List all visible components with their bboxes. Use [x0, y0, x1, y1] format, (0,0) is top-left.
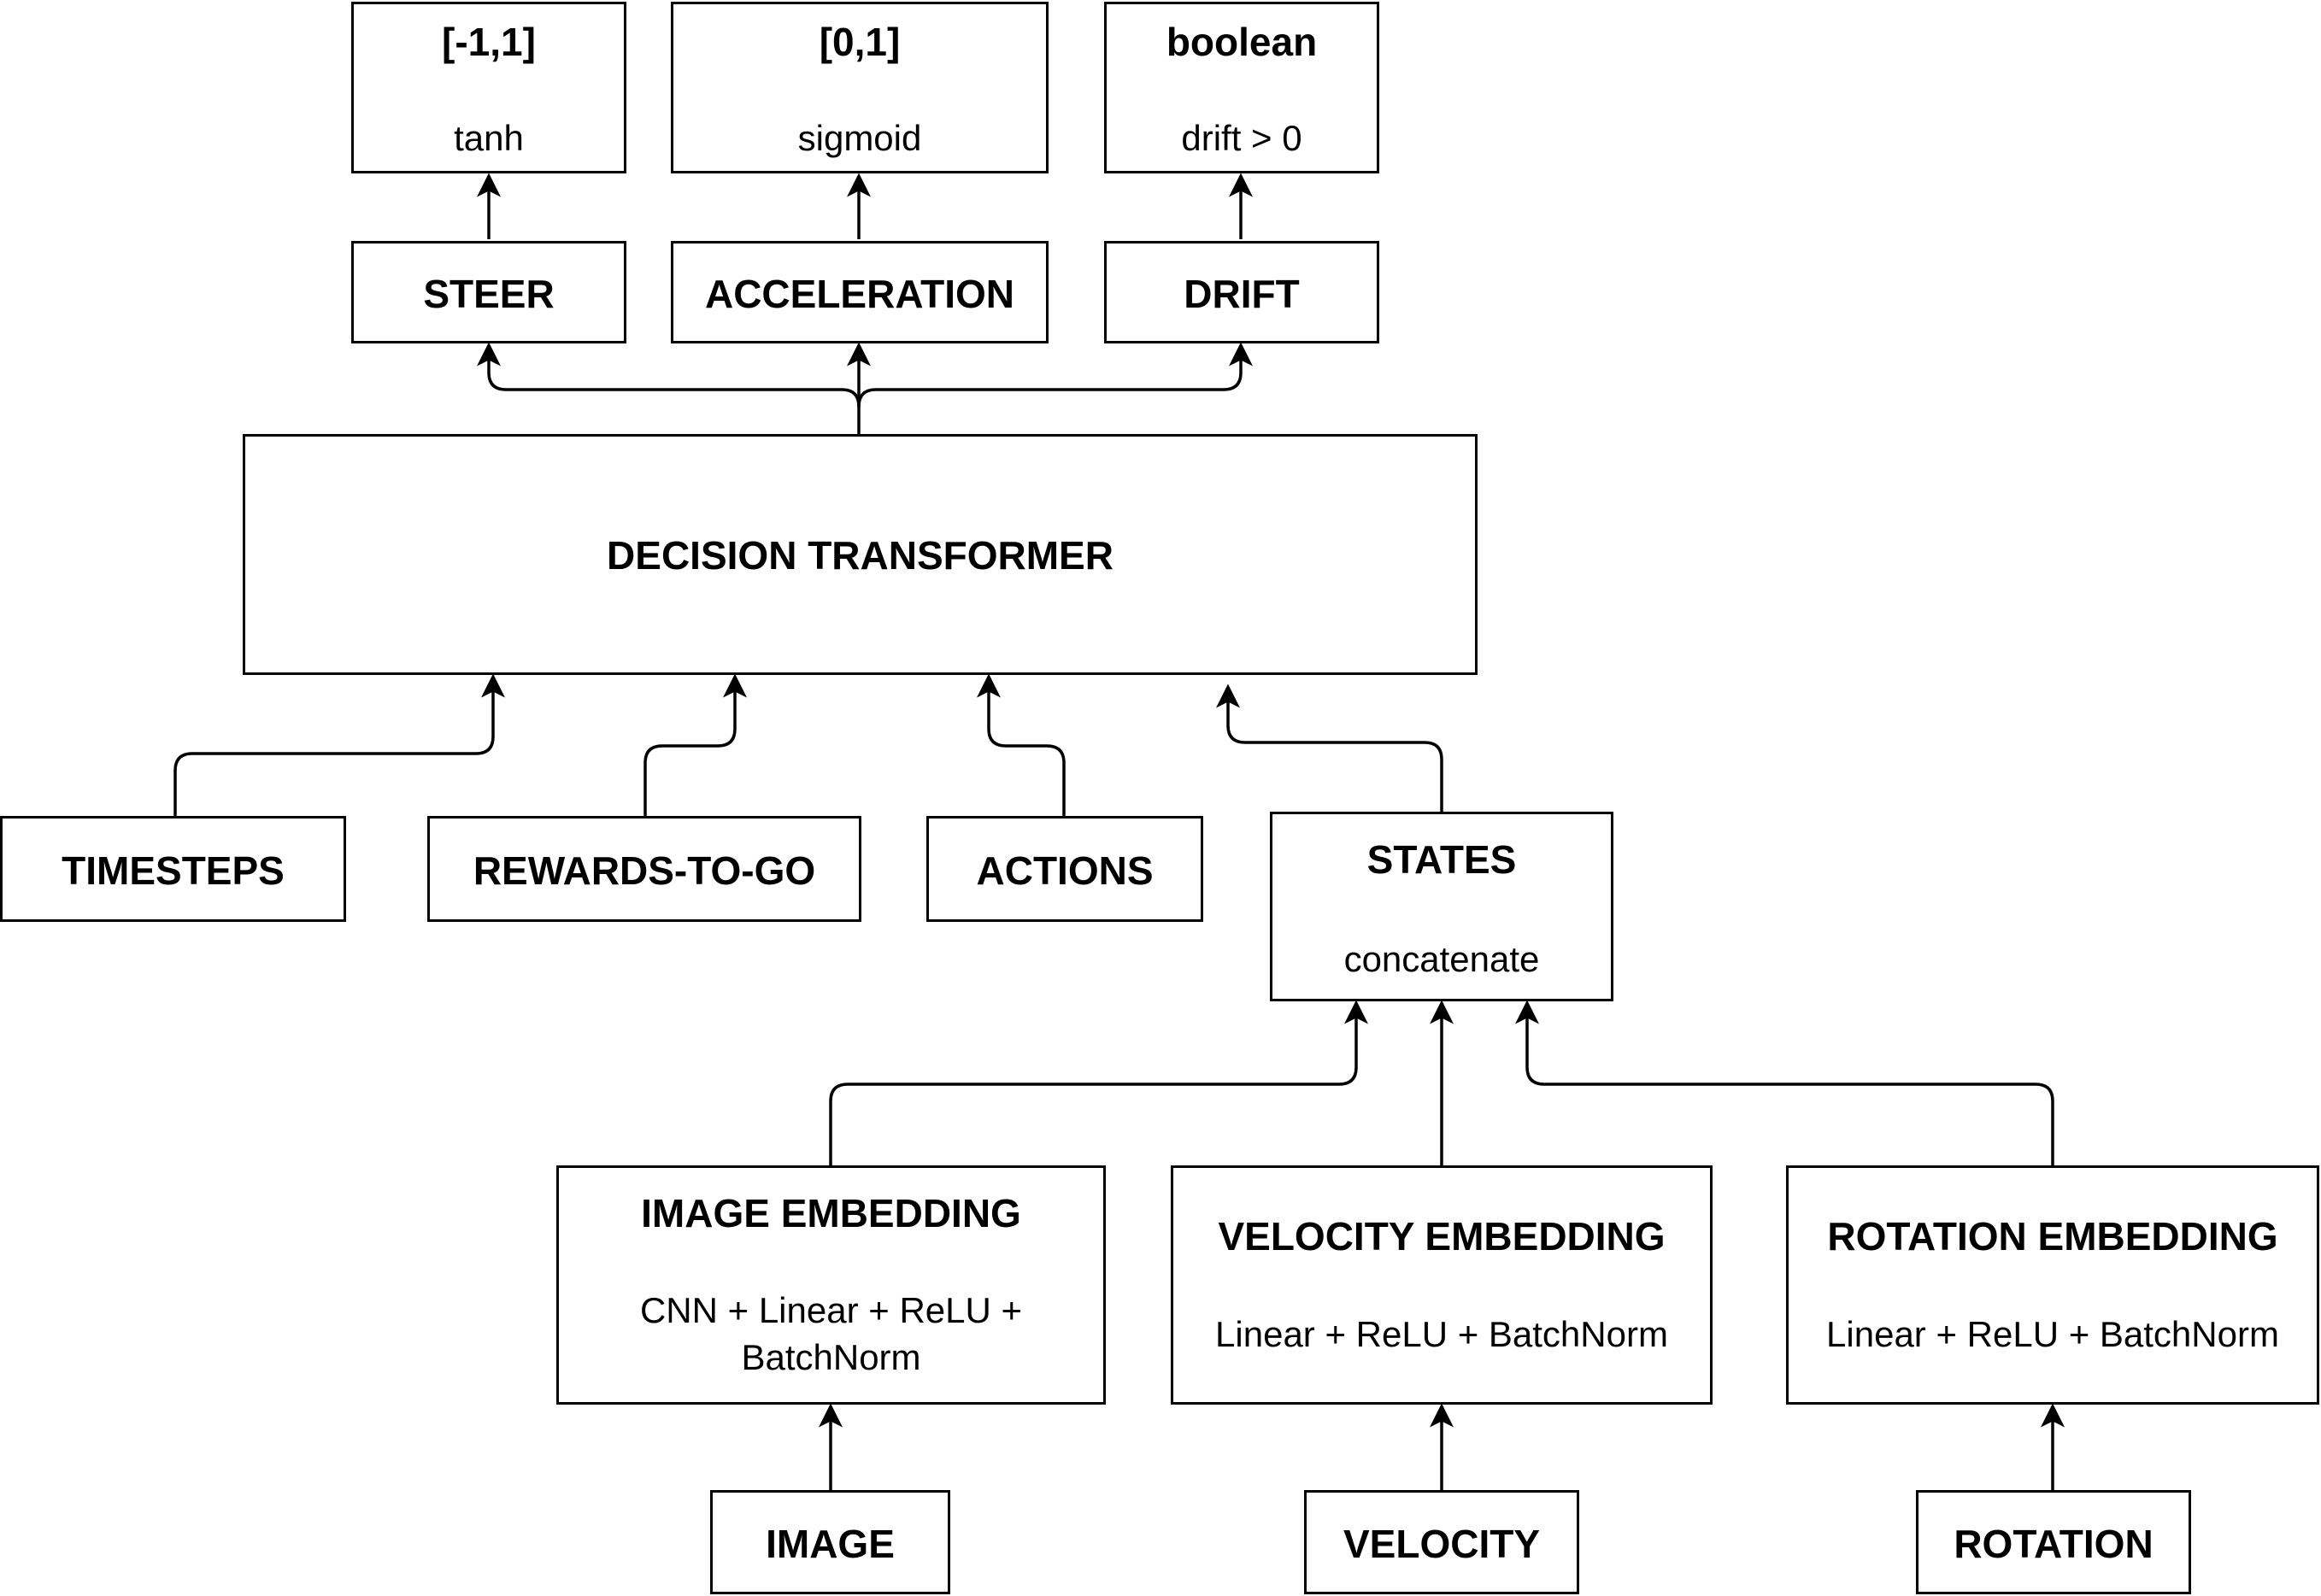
image-input-label: IMAGE	[766, 1522, 895, 1566]
actions-label: ACTIONS	[976, 848, 1154, 893]
image-input-box: IMAGE	[710, 1490, 950, 1594]
steer-range-box: [-1,1] tanh	[351, 2, 626, 173]
timesteps-box: TIMESTEPS	[0, 816, 346, 922]
steer-head-label: STEER	[423, 272, 555, 316]
decision-transformer-box: DECISION TRANSFORMER	[243, 434, 1478, 675]
rotation-embedding-label: ROTATION EMBEDDING	[1827, 1214, 2278, 1259]
arrow-states-to-transformer	[1216, 684, 1443, 812]
acceleration-range-label: [0,1]	[819, 20, 901, 64]
image-embedding-box: IMAGE EMBEDDING CNN + Linear + ReLU + Ba…	[556, 1165, 1106, 1405]
decision-transformer-label: DECISION TRANSFORMER	[607, 533, 1113, 578]
acceleration-head-label: ACCELERATION	[704, 272, 1015, 316]
rewards-to-go-box: REWARDS-TO-GO	[427, 816, 861, 922]
rotation-input-label: ROTATION	[1954, 1522, 2154, 1566]
drift-range-label: boolean	[1166, 20, 1318, 64]
arrow-transformer-to-drift	[857, 342, 1253, 408]
velocity-embedding-box: VELOCITY EMBEDDING Linear + ReLU + Batch…	[1171, 1165, 1713, 1405]
arrow-actions-to-transformer	[977, 673, 1066, 816]
rotation-embedding-layers: Linear + ReLU + BatchNorm	[1826, 1314, 2279, 1354]
rotation-embedding-box: ROTATION EMBEDDING Linear + ReLU + Batch…	[1786, 1165, 2319, 1405]
actions-box: ACTIONS	[926, 816, 1203, 922]
rewards-to-go-label: REWARDS-TO-GO	[473, 848, 816, 893]
rotation-input-box: ROTATION	[1916, 1490, 2191, 1594]
timesteps-label: TIMESTEPS	[62, 848, 285, 893]
drift-head-box: DRIFT	[1104, 241, 1379, 343]
states-operation-label: concatenate	[1343, 939, 1540, 979]
velocity-input-box: VELOCITY	[1304, 1490, 1579, 1594]
arrow-rewards-to-transformer	[643, 673, 747, 816]
arrow-timesteps-to-transformer	[173, 673, 505, 816]
acceleration-range-box: [0,1] sigmoid	[671, 2, 1049, 173]
drift-range-box: boolean drift > 0	[1104, 2, 1379, 173]
acceleration-activation-label: sigmoid	[797, 118, 922, 158]
velocity-embedding-label: VELOCITY EMBEDDING	[1218, 1214, 1666, 1259]
states-label: STATES	[1366, 837, 1517, 882]
acceleration-head-box: ACCELERATION	[671, 241, 1049, 343]
steer-range-label: [-1,1]	[442, 20, 536, 64]
velocity-embedding-layers: Linear + ReLU + BatchNorm	[1215, 1314, 1668, 1354]
drift-head-label: DRIFT	[1184, 272, 1300, 316]
arrow-rotation-embedding-to-states	[1515, 1000, 2054, 1165]
steer-activation-label: tanh	[454, 118, 524, 158]
image-embedding-layers: CNN + Linear + ReLU + BatchNorm	[639, 1290, 1023, 1377]
drift-activation-label: drift > 0	[1181, 118, 1302, 158]
states-box: STATES concatenate	[1270, 812, 1613, 1001]
image-embedding-label: IMAGE EMBEDDING	[641, 1191, 1021, 1235]
arrow-image-embedding-to-states	[829, 1000, 1368, 1165]
velocity-input-label: VELOCITY	[1343, 1522, 1541, 1566]
steer-head-box: STEER	[351, 241, 626, 343]
arrow-transformer-to-steer	[477, 342, 861, 408]
